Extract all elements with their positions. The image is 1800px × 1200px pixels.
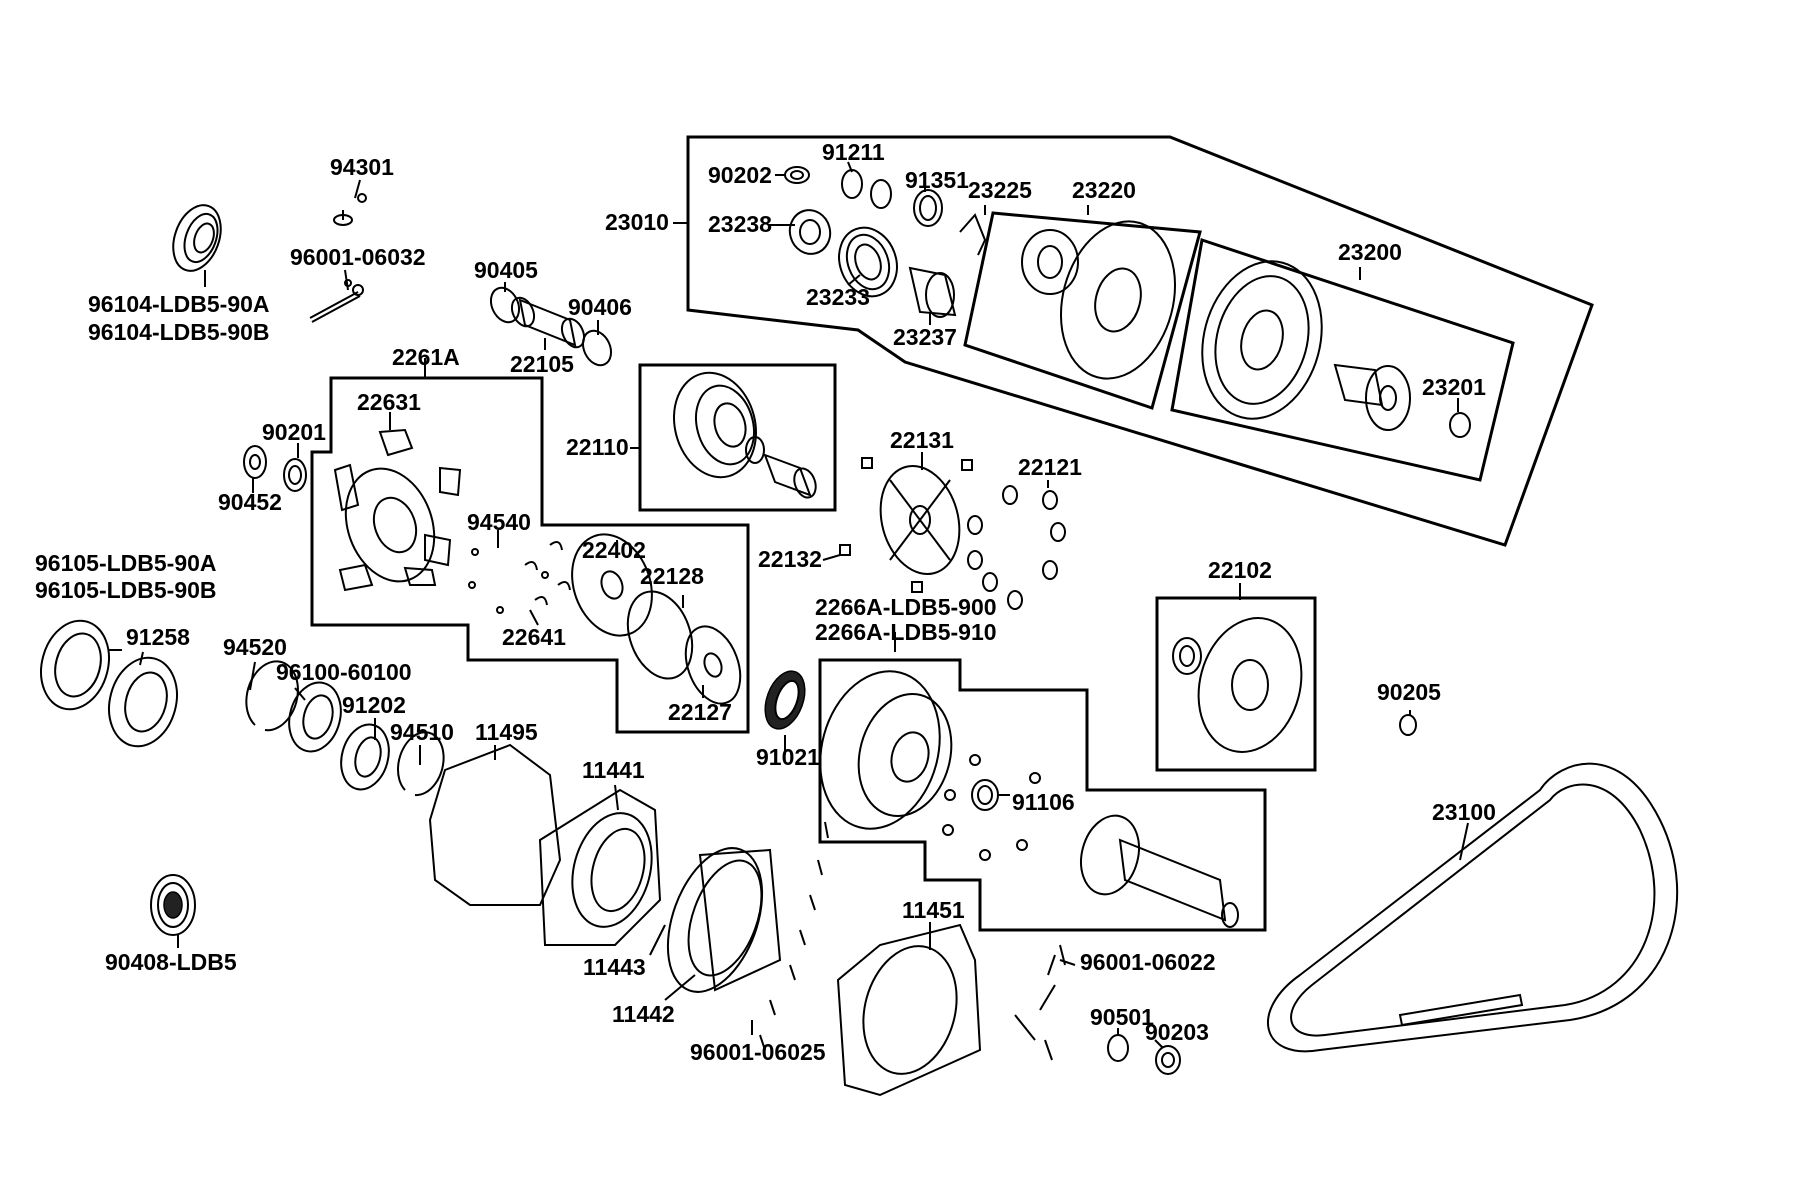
label-96104-LDB5-90B: 96104-LDB5-90B: [88, 319, 270, 345]
label-90205: 90205: [1377, 679, 1441, 705]
group-outline-22110: [638, 363, 837, 512]
label-90202: 90202: [708, 162, 772, 188]
label-96001-06025: 96001-06025: [690, 1039, 826, 1065]
clutch-drum-22110: [673, 371, 817, 499]
label-23225: 23225: [968, 177, 1032, 203]
group-outline-2266A: [818, 658, 1267, 932]
label-2261A: 2261A: [392, 344, 460, 370]
group-outline-23220: [963, 211, 1202, 410]
label-22132: 22132: [758, 546, 822, 572]
part-labels: 94301 96001-06032 96104-LDB5-90A 96104-L…: [35, 139, 1496, 1065]
cover-11441: [538, 788, 662, 946]
label-96001-06032: 96001-06032: [290, 244, 426, 270]
drive-belt-23100: [1266, 762, 1679, 1053]
bearing-96104: [172, 204, 222, 272]
driven-drum-2266A: [819, 670, 1239, 928]
label-2266A-LDB5-910: 2266A-LDB5-910: [815, 619, 997, 645]
label-11495: 11495: [475, 719, 538, 745]
label-22127: 22127: [668, 699, 732, 725]
clutch-assembly-2261A: [243, 428, 742, 705]
label-23233: 23233: [806, 284, 870, 310]
label-22105: 22105: [510, 351, 574, 377]
sleeve-22105: [489, 286, 613, 367]
label-22128: 22128: [640, 563, 704, 589]
pin-94301: [333, 193, 367, 226]
label-94540: 94540: [467, 509, 531, 535]
label-90203: 90203: [1145, 1019, 1209, 1045]
label-96105-LDB5-90B: 96105-LDB5-90B: [35, 577, 217, 603]
label-94510: 94510: [390, 719, 454, 745]
label-23201: 23201: [1422, 374, 1486, 400]
label-96105-LDB5-90A: 96105-LDB5-90A: [35, 550, 217, 576]
label-94301: 94301: [330, 154, 394, 180]
group-outline-23010: [686, 135, 1594, 547]
leader-lines: [108, 161, 1469, 1051]
bolt-96001-06032: [309, 279, 364, 323]
label-94520: 94520: [223, 634, 287, 660]
label-11442: 11442: [612, 1001, 675, 1027]
label-23238: 23238: [708, 211, 772, 237]
bearing-set-96100: [245, 660, 445, 797]
label-23237: 23237: [893, 324, 957, 350]
label-90408-LDB5: 90408-LDB5: [105, 949, 237, 975]
label-22131: 22131: [890, 427, 954, 453]
label-11441: 11441: [582, 757, 645, 783]
label-11451: 11451: [902, 897, 965, 923]
label-96104-LDB5-90A: 96104-LDB5-90A: [88, 291, 270, 317]
movable-sheave-23200: [1201, 260, 1471, 438]
label-22641: 22641: [502, 624, 566, 650]
label-22110: 22110: [566, 434, 629, 460]
group-outline-22102: [1155, 596, 1317, 772]
shroud-11451: [836, 923, 982, 1097]
fan-pulley-22102: [1172, 617, 1303, 753]
label-91211: 91211: [822, 139, 885, 165]
bearing-90408: [150, 874, 196, 936]
label-11443: 11443: [583, 954, 646, 980]
ramp-plate-22131: [839, 457, 973, 593]
washer-90501: [1107, 1034, 1129, 1062]
label-90201: 90201: [262, 419, 326, 445]
label-91202: 91202: [342, 692, 406, 718]
label-90406: 90406: [568, 294, 632, 320]
bolts-96001-06025: [751, 821, 829, 1035]
seal-91021: [764, 670, 806, 730]
bolts-96001-06022: [1014, 944, 1066, 1061]
seal-96105: [40, 619, 178, 748]
label-23200: 23200: [1338, 239, 1402, 265]
fixed-sheave-23220: [1021, 220, 1177, 380]
label-96100-60100: 96100-60100: [276, 659, 412, 685]
label-22631: 22631: [357, 389, 421, 415]
label-90405: 90405: [474, 257, 538, 283]
gasket-11495: [428, 743, 562, 906]
label-23010: 23010: [605, 209, 669, 235]
housing-11442: [666, 847, 782, 993]
label-90501: 90501: [1090, 1004, 1154, 1030]
group-outline-2261A: [310, 376, 750, 734]
label-22402: 22402: [582, 537, 646, 563]
label-23100: 23100: [1432, 799, 1496, 825]
pulley-parts-23010: [784, 166, 987, 318]
label-91258: 91258: [126, 624, 190, 650]
nut-90203: [1155, 1045, 1181, 1075]
label-91351: 91351: [905, 167, 969, 193]
label-23220: 23220: [1072, 177, 1136, 203]
group-outline-23200: [1170, 238, 1515, 482]
nut-90205: [1399, 714, 1417, 736]
rollers-22121: [967, 485, 1066, 610]
label-96001-06022: 96001-06022: [1080, 949, 1216, 975]
label-22121: 22121: [1018, 454, 1082, 480]
label-90452: 90452: [218, 489, 282, 515]
label-2266A-LDB5-900: 2266A-LDB5-900: [815, 594, 997, 620]
label-22102: 22102: [1208, 557, 1272, 583]
label-91106: 91106: [1012, 789, 1075, 815]
label-91021: 91021: [756, 744, 820, 770]
